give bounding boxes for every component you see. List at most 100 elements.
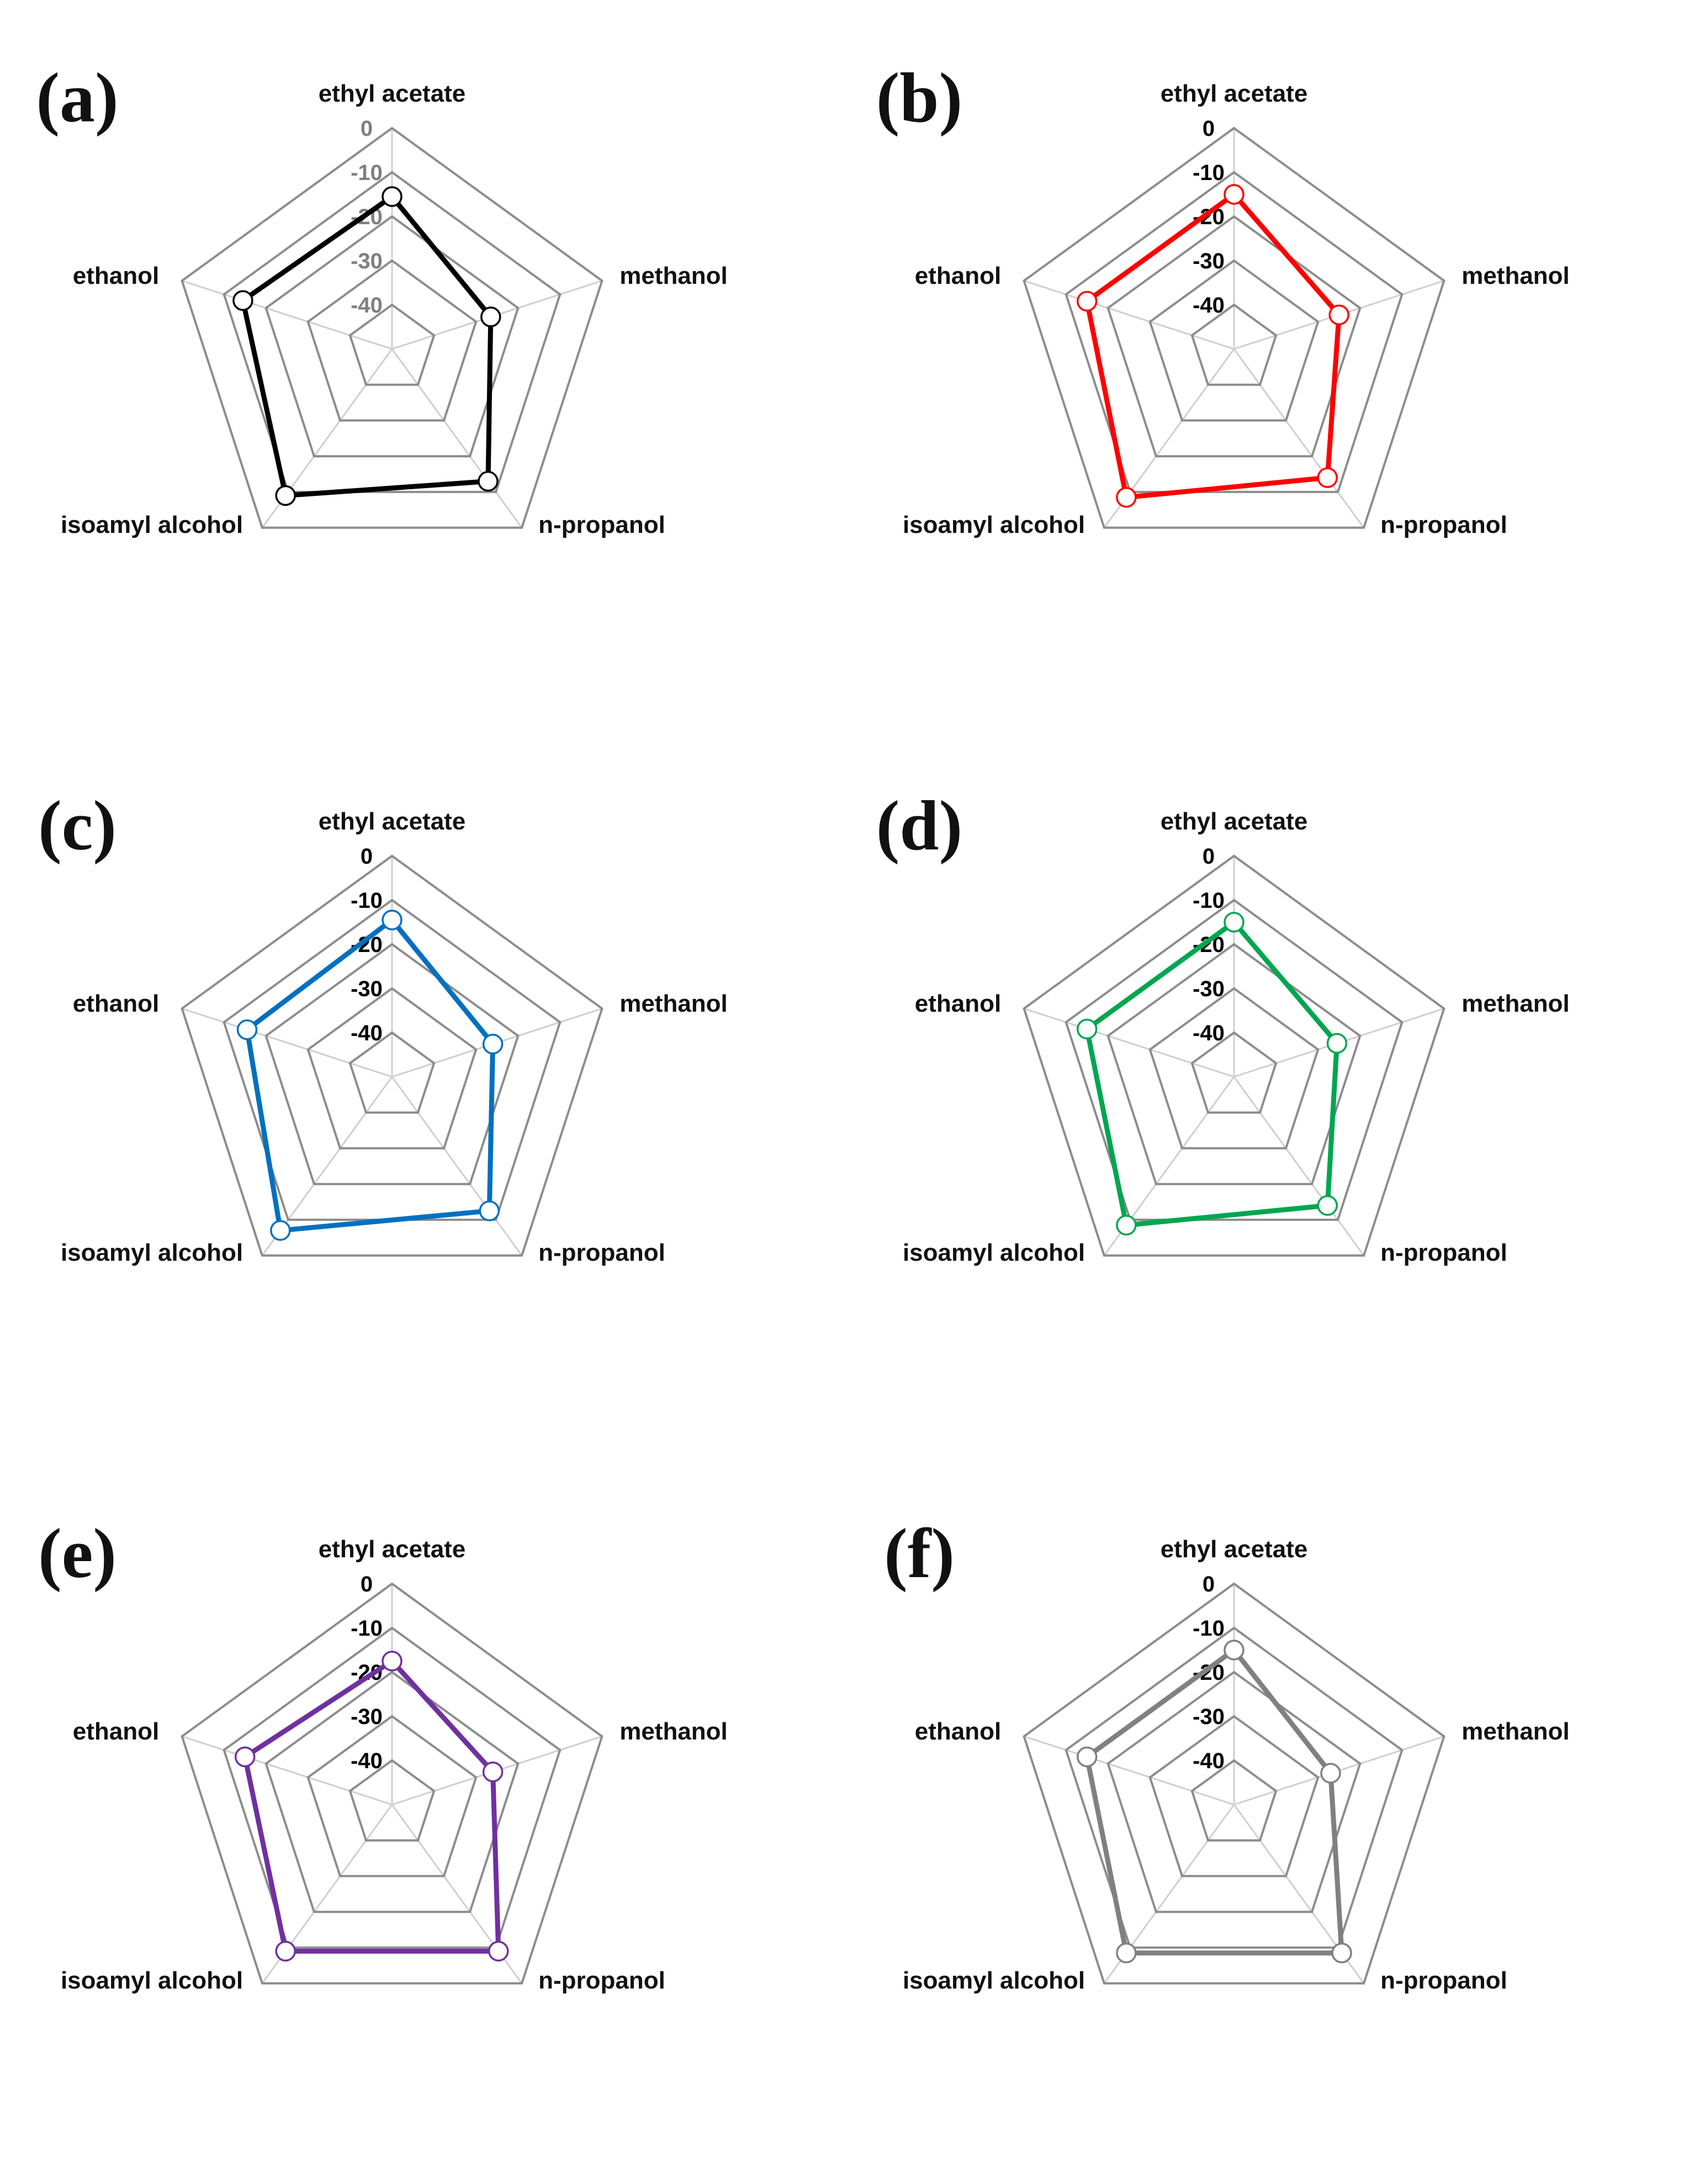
radar-grid-ring	[348, 1759, 436, 1842]
series-line	[240, 194, 494, 498]
data-point	[382, 909, 403, 930]
data-point	[236, 1019, 258, 1040]
radar-tick-label: -10	[1193, 1616, 1225, 1641]
data-point	[482, 1761, 504, 1783]
radar-axis-label: ethyl acetate	[1161, 80, 1308, 107]
panel-label: (c)	[38, 786, 116, 865]
data-point	[234, 1746, 256, 1768]
radar-grid-ring	[1065, 171, 1404, 493]
data-point	[479, 1200, 500, 1221]
radar-grid-ring	[1065, 1626, 1404, 1949]
radar-axis-label: ethanol	[73, 990, 159, 1017]
radar-grid-ring	[306, 1715, 478, 1878]
radar-axis-label: ethyl acetate	[319, 80, 466, 107]
radar-tick-label: -20	[1193, 205, 1225, 229]
radar-tick-label: -30	[351, 1705, 383, 1729]
data-point	[1116, 1214, 1137, 1236]
radar-grid-ring	[1190, 303, 1278, 386]
radar-grid-ring	[264, 1670, 520, 1913]
series-line	[1084, 1647, 1344, 1956]
radar-tick-label: 0	[361, 844, 373, 869]
radar-tick-label: -20	[1193, 933, 1225, 957]
radar-grid-ring	[1148, 259, 1320, 422]
radar-axis-label: ethyl acetate	[1161, 808, 1308, 835]
radar-tick-label: 0	[1203, 117, 1215, 141]
data-point	[488, 1940, 509, 1962]
series-line	[1084, 192, 1342, 500]
radar-axis-label: n-propanol	[1380, 1239, 1507, 1266]
data-point	[1116, 1942, 1137, 1964]
radar-axis-label: n-propanol	[1380, 1967, 1507, 1994]
data-point	[1116, 486, 1137, 508]
radar-axis-label: methanol	[619, 990, 728, 1017]
radar-axis-label: ethanol	[73, 1718, 159, 1745]
radar-grid-ring	[306, 987, 478, 1150]
radar-grid-ring	[181, 1582, 603, 1985]
radar-axis-label: methanol	[619, 1718, 728, 1745]
data-point	[275, 485, 296, 506]
radar-tick-label: -10	[351, 161, 383, 185]
data-point	[270, 1220, 291, 1241]
radar-spoke	[182, 1007, 393, 1078]
radar-grid-ring	[1023, 126, 1445, 529]
radar-tick-label: -40	[351, 293, 383, 318]
radar-tick-label: -10	[1193, 161, 1225, 185]
radar-spoke	[1024, 279, 1235, 350]
radar-grid-ring	[1106, 943, 1362, 1186]
radar-tick-label: 0	[361, 117, 373, 141]
radar-tick-label: -30	[351, 249, 383, 273]
radar-grid-ring	[181, 854, 603, 1257]
data-point	[482, 1033, 504, 1055]
radar-axis-label: isoamyl alcohol	[61, 511, 243, 538]
radar-spoke	[1024, 1735, 1235, 1806]
radar-tick-label: -10	[351, 889, 383, 913]
data-point	[1224, 184, 1245, 205]
radar-tick-label: -30	[1193, 977, 1225, 1001]
series-line	[245, 917, 496, 1233]
radar-tick-label: -30	[1193, 249, 1225, 273]
data-point	[1320, 1763, 1341, 1784]
data-point	[1317, 1195, 1338, 1216]
radar-tick-label: -40	[351, 1021, 383, 1045]
data-point	[275, 1940, 296, 1962]
radar-axis-label: n-propanol	[538, 511, 665, 538]
radar-grid-ring	[223, 171, 562, 493]
radar-axis-label: ethyl acetate	[319, 808, 466, 835]
data-point	[382, 1651, 403, 1672]
data-point	[1328, 304, 1349, 325]
radar-spoke	[1233, 348, 1365, 528]
radar-grid-ring	[348, 303, 436, 386]
data-point	[478, 470, 499, 492]
data-point	[1224, 912, 1245, 933]
radar-tick-label: 0	[1203, 1572, 1215, 1596]
data-point	[1076, 290, 1098, 312]
radar-grid-ring	[1190, 1759, 1278, 1842]
radar-tick-label: -10	[1193, 889, 1225, 913]
radar-grid-ring	[264, 943, 520, 1186]
radar-axis-label: ethyl acetate	[1161, 1536, 1308, 1563]
radar-grid-ring	[1106, 1670, 1362, 1913]
radar-grid-ring	[348, 1031, 436, 1114]
radar-tick-label: 0	[361, 1572, 373, 1596]
data-point	[480, 306, 501, 327]
radar-spoke	[391, 1076, 523, 1256]
radar-spoke	[391, 348, 523, 528]
radar-tick-label: -10	[351, 1616, 383, 1641]
panel-label: (f)	[884, 1514, 955, 1593]
radar-spoke	[1233, 1076, 1365, 1256]
series-line	[242, 1658, 501, 1954]
data-point	[1317, 467, 1338, 488]
radar-axis-label: methanol	[619, 262, 728, 289]
panel-label: (d)	[876, 786, 962, 865]
radar-tick-label: -40	[1193, 293, 1225, 318]
radar-axis-label: ethanol	[915, 262, 1001, 289]
radar-tick-label: -40	[351, 1749, 383, 1773]
